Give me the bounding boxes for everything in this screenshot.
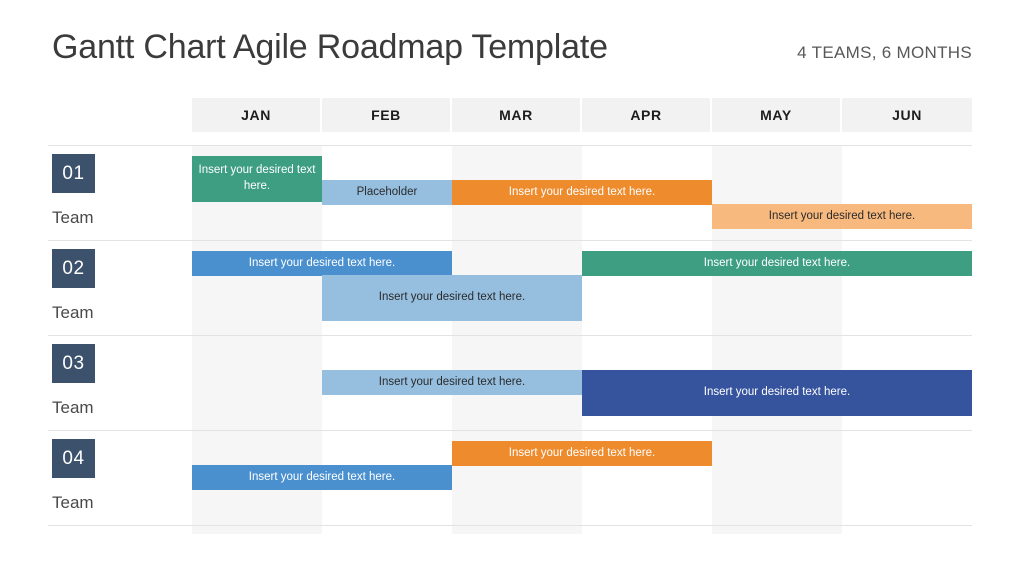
task-bar[interactable]: Placeholder (322, 180, 452, 205)
row-separator (48, 335, 972, 336)
row-number-badge: 03 (52, 344, 95, 383)
row-team-label: Team (52, 398, 94, 417)
row-team-label: Team (52, 303, 94, 322)
task-bar[interactable]: Insert your desired text here. (192, 156, 322, 202)
task-bar[interactable]: Insert your desired text here. (192, 465, 452, 490)
column-band-apr (582, 145, 712, 534)
row-team-label: Team (52, 208, 94, 227)
row-number-badge: 01 (52, 154, 95, 193)
task-bar[interactable]: Insert your desired text here. (712, 204, 972, 229)
month-header-jun[interactable]: JUN (842, 98, 972, 132)
row-team-label: Team (52, 493, 94, 512)
column-band-mar (452, 145, 582, 534)
row-number-badge: 04 (52, 439, 95, 478)
page-title: Gantt Chart Agile Roadmap Template (52, 28, 608, 66)
task-bar[interactable]: Insert your desired text here. (582, 251, 972, 276)
task-bar[interactable]: Insert your desired text here. (582, 370, 972, 416)
month-header-may[interactable]: MAY (712, 98, 842, 132)
column-bands (192, 145, 972, 534)
task-bar[interactable]: Insert your desired text here. (322, 275, 582, 321)
row-separator (48, 145, 972, 146)
row-separator (48, 240, 972, 241)
month-header-jan[interactable]: JAN (192, 98, 322, 132)
task-bar[interactable]: Insert your desired text here. (452, 180, 712, 205)
task-bar[interactable]: Insert your desired text here. (192, 251, 452, 276)
month-header-feb[interactable]: FEB (322, 98, 452, 132)
month-header-mar[interactable]: MAR (452, 98, 582, 132)
row-separator (48, 430, 972, 431)
page-subtitle: 4 TEAMS, 6 MONTHS (797, 43, 972, 62)
month-header-apr[interactable]: APR (582, 98, 712, 132)
row-number-badge: 02 (52, 249, 95, 288)
task-bar[interactable]: Insert your desired text here. (322, 370, 582, 395)
task-bar[interactable]: Insert your desired text here. (452, 441, 712, 466)
row-separator (48, 525, 972, 526)
